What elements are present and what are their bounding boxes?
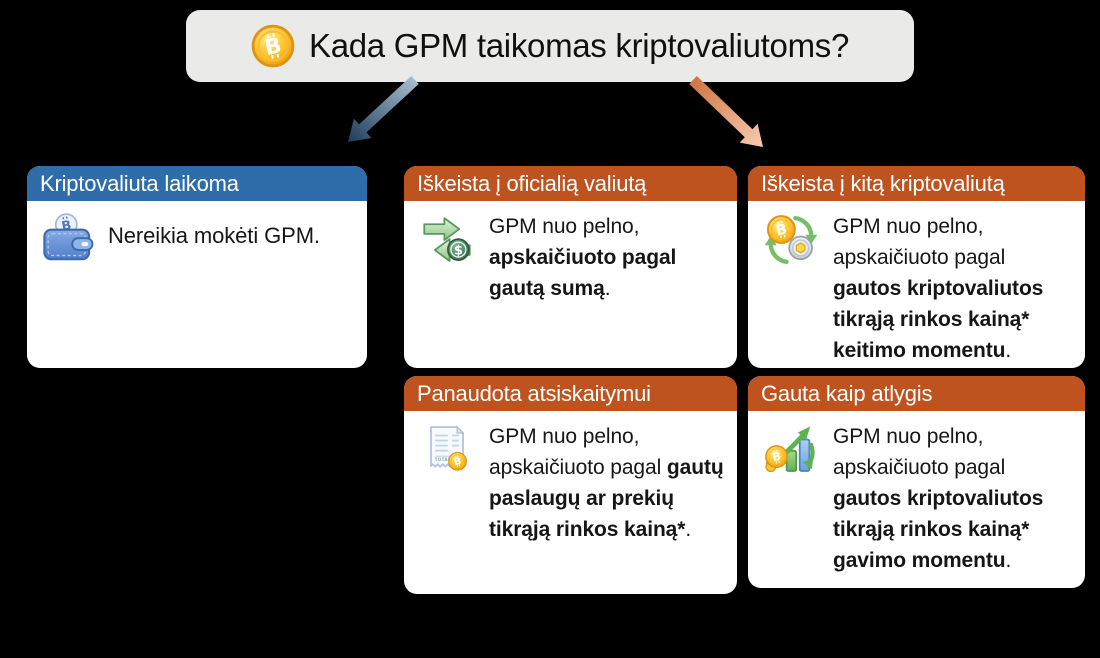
currency-exchange-icon: $: [415, 212, 479, 268]
card-text: GPM nuo pelno, apskaičiuoto pagal gautos…: [833, 215, 1044, 362]
card-header-label: Gauta kaip atlygis: [761, 380, 933, 406]
card-header-label: Kriptovaliuta laikoma: [40, 170, 239, 196]
card-header: Iškeista į kitą kriptovaliutą: [748, 166, 1085, 201]
card-text: GPM nuo pelno, apskaičiuoto pagal gautos…: [833, 425, 1044, 572]
svg-text:$: $: [454, 243, 463, 258]
card-exchanged-to-fiat: Iškeista į oficialią valiutą $ GPM nuo p…: [404, 166, 737, 368]
title-banner: Kada GPM taikomas kriptovaliutoms?: [186, 10, 914, 82]
title-text: Kada GPM taikomas kriptovaliutoms?: [308, 27, 850, 64]
card-received-as-pay: Gauta kaip atlygis GPM nuo pelno, apskai…: [748, 376, 1085, 588]
card-body: GPM nuo pelno, apskaičiuoto pagal gautos…: [748, 201, 1085, 368]
card-text: GPM nuo pelno, apskaičiuoto pagal gautą …: [489, 215, 677, 300]
card-header: Iškeista į oficialią valiutą: [404, 166, 737, 201]
card-header: Gauta kaip atlygis: [748, 376, 1085, 411]
receipt-bitcoin-icon: TOTAL: [415, 422, 479, 476]
card-header-label: Iškeista į kitą kriptovaliutą: [761, 170, 1005, 196]
card-header: Panaudota atsiskaitymui: [404, 376, 737, 411]
card-body: B Nereikia mokėti GPM.: [27, 201, 367, 274]
card-body: $ GPM nuo pelno, apskaičiuoto pagal gaut…: [404, 201, 737, 312]
card-body: GPM nuo pelno, apskaičiuoto pagal gautos…: [748, 411, 1085, 584]
svg-text:TOTAL: TOTAL: [435, 457, 451, 462]
card-exchanged-to-crypto: Iškeista į kitą kriptovaliutą GPM nuo pe…: [748, 166, 1085, 368]
wallet-bitcoin-icon: B: [38, 212, 98, 266]
card-used-for-payment: Panaudota atsiskaitymui TOTAL: [404, 376, 737, 594]
card-header-label: Iškeista į oficialią valiutą: [417, 170, 647, 196]
card-body: TOTAL GPM nuo pelno, apskaičiuoto pagal …: [404, 411, 737, 553]
card-header: Kriptovaliuta laikoma: [27, 166, 367, 201]
card-text: Nereikia mokėti GPM.: [108, 223, 320, 248]
card-text: GPM nuo pelno, apskaičiuoto pagal gautų …: [489, 425, 724, 541]
card-header-label: Panaudota atsiskaitymui: [417, 380, 651, 406]
bitcoin-coin-icon: [251, 24, 295, 68]
growth-chart-bitcoin-icon: [759, 422, 823, 478]
arrow-down-left-icon: [348, 76, 419, 142]
crypto-exchange-icon: [759, 212, 823, 268]
card-crypto-held: Kriptovaliuta laikoma B Nereikia mokėti …: [27, 166, 367, 368]
arrow-down-right-icon: [689, 76, 763, 147]
